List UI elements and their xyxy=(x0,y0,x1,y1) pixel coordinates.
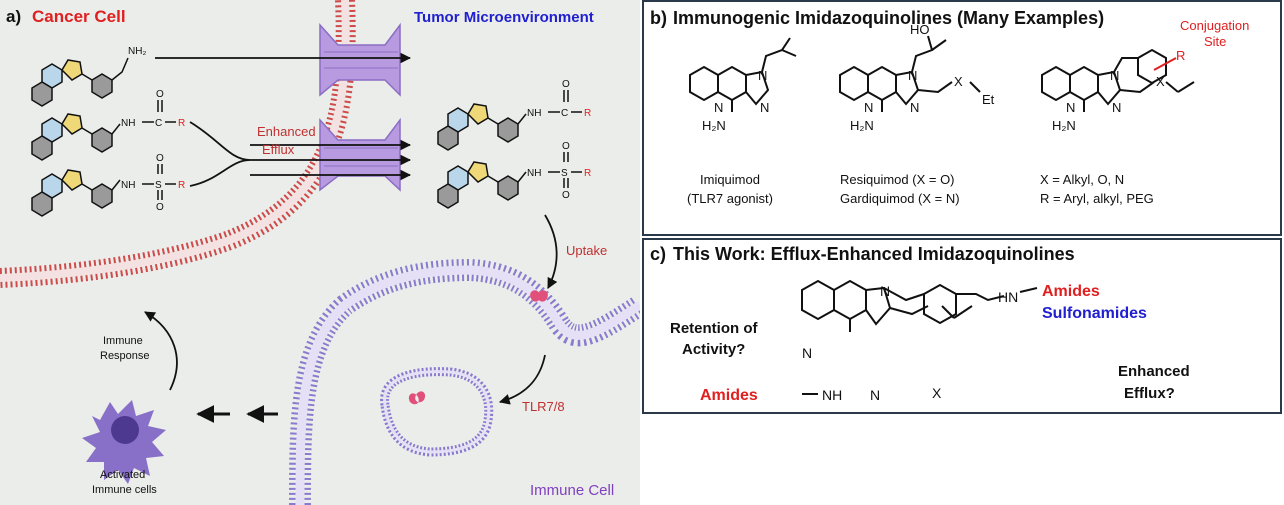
immune-response-line1: Immune xyxy=(103,335,143,347)
pc-n2: N xyxy=(870,387,880,403)
gardiquimod-label: Gardiquimod (X = N) xyxy=(840,191,960,206)
imiquimod-structure xyxy=(689,37,797,112)
efflux-transporter-bottom xyxy=(319,117,401,192)
activated-line1: Activated xyxy=(100,469,145,481)
uptake-arrow xyxy=(544,214,558,289)
tlr78-label: TLR7/8 xyxy=(522,399,565,414)
conjugation-structure xyxy=(1041,48,1195,112)
sulfonamide-o-top-label: O xyxy=(156,153,164,164)
sulfonamide-nh-label: NH xyxy=(121,180,135,191)
enhanced-label: Enhanced xyxy=(257,124,316,139)
panel-c-title: This Work: Efflux-Enhanced Imidazoquinol… xyxy=(673,244,1075,264)
amide-o-label: O xyxy=(156,89,164,100)
imiquimod-n2: N xyxy=(760,100,769,115)
conjugation-x: X xyxy=(1156,74,1165,89)
exported-amide-c: C xyxy=(561,108,568,119)
resiquimod-et: Et xyxy=(982,92,995,107)
panel-c-diagram: c) This Work: Efflux-Enhanced Imidazoqui… xyxy=(642,238,1282,414)
conjugation-line1: Conjugation xyxy=(1180,18,1249,33)
exported-sulfonamide-nh: NH xyxy=(527,168,541,179)
imiquimod-label: Imiquimod xyxy=(700,172,760,187)
amide-r-label: R xyxy=(178,118,185,129)
panel-b-diagram: b) Immunogenic Imidazoquinolines (Many E… xyxy=(642,0,1282,236)
efflux-transporter-top xyxy=(319,22,401,97)
pc-amides-top: Amides xyxy=(1042,283,1100,300)
endosome xyxy=(380,367,494,457)
exported-amide xyxy=(437,90,582,151)
pc-sulfonamides: Sulfonamides xyxy=(1042,305,1147,322)
molecule-amine xyxy=(31,57,129,107)
conjugation-r: R xyxy=(1176,48,1185,63)
conjugation-n2: N xyxy=(1112,100,1121,115)
pc-n1: N xyxy=(880,283,890,299)
resiquimod-n3: N xyxy=(864,100,873,115)
exported-sulfonamide-o-top: O xyxy=(562,141,570,152)
panel-c-frame xyxy=(642,238,1282,414)
immune-cell-label: Immune Cell xyxy=(530,482,614,499)
conjugation-h2n: H₂N xyxy=(1052,118,1076,133)
x-definition: X = Alkyl, O, N xyxy=(1040,172,1124,187)
exported-sulfonamide xyxy=(437,152,582,209)
sulfonamide-r-label: R xyxy=(178,180,185,191)
exported-sulfonamide-s: S xyxy=(561,168,568,179)
conjugation-line2: Site xyxy=(1204,34,1226,49)
panel-b-title: Immunogenic Imidazoquinolines (Many Exam… xyxy=(673,8,1104,28)
amine-nh2-label: NH₂ xyxy=(128,46,146,57)
panel-a-letter: a) xyxy=(6,7,21,26)
retention-line1: Retention of xyxy=(670,320,758,337)
sulfonamide-o-bottom-label: O xyxy=(156,202,164,213)
amide-c-label: C xyxy=(155,118,162,129)
pc-hn: HN xyxy=(998,289,1018,305)
cancer-cell-membrane xyxy=(0,0,356,288)
efflux-label: Efflux xyxy=(262,142,295,157)
resiquimod-n1: N xyxy=(908,68,917,83)
panel-a-diagram: a) Cancer Cell Tumor Microenvironment NH… xyxy=(0,0,640,505)
sulfonamide-s-label: S xyxy=(155,180,162,191)
molecule-amide xyxy=(31,100,176,161)
amide-nh-label: NH xyxy=(121,118,135,129)
conjugation-site-bond xyxy=(1153,57,1177,71)
pc-enhanced-line2: Efflux? xyxy=(1124,385,1175,402)
molecule-sulfonamide xyxy=(31,164,176,217)
activated-line2: Immune cells xyxy=(92,484,157,496)
uptake-label: Uptake xyxy=(566,243,607,258)
exported-sulfonamide-o-bottom: O xyxy=(562,190,570,201)
cancer-cell-label: Cancer Cell xyxy=(32,7,126,26)
conjugation-n3: N xyxy=(1066,100,1075,115)
exported-sulfonamide-r: R xyxy=(584,168,591,179)
resiquimod-label: Resiquimod (X = O) xyxy=(840,172,955,187)
imiquimod-h2n: H₂N xyxy=(702,118,726,133)
pc-enhanced-line1: Enhanced xyxy=(1118,363,1190,380)
tlr-receptor-surface xyxy=(530,290,548,302)
panel-b-frame xyxy=(642,0,1282,236)
exported-amide-nh: NH xyxy=(527,108,541,119)
tumor-microenvironment-label: Tumor Microenvironment xyxy=(414,9,594,26)
retention-line2: Activity? xyxy=(682,341,745,358)
tlr-arrow xyxy=(498,354,546,405)
activated-immune-cell xyxy=(82,400,166,484)
pc-n3: N xyxy=(802,345,812,361)
resiquimod-structure xyxy=(839,35,981,112)
conjugation-n1: N xyxy=(1110,68,1119,83)
imiquimod-n1: N xyxy=(758,68,767,83)
panel-c-letter: c) xyxy=(650,244,666,264)
imiquimod-n3: N xyxy=(714,100,723,115)
resiquimod-n2: N xyxy=(910,100,919,115)
resiquimod-ho: HO xyxy=(910,22,930,37)
exported-amide-r: R xyxy=(584,108,591,119)
panel-b-letter: b) xyxy=(650,8,667,28)
r-definition: R = Aryl, alkyl, PEG xyxy=(1040,191,1154,206)
efflux-enhanced-imidazoquinoline xyxy=(801,279,1038,395)
immune-response-line2: Response xyxy=(100,350,150,362)
immune-cell-membrane xyxy=(289,258,640,505)
pc-nh: NH xyxy=(822,387,842,403)
resiquimod-x: X xyxy=(954,74,963,89)
pc-amides-bottom: Amides xyxy=(700,387,758,404)
pc-x: X xyxy=(932,385,942,401)
imiquimod-tlr7-label: (TLR7 agonist) xyxy=(687,191,773,206)
exported-amide-o: O xyxy=(562,79,570,90)
resiquimod-h2n: H₂N xyxy=(850,118,874,133)
immune-response-arrow xyxy=(144,311,178,391)
